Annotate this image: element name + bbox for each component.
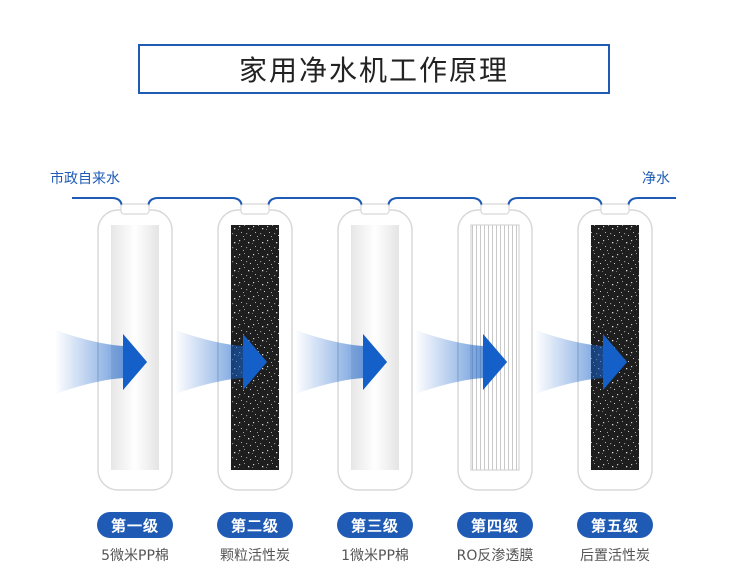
flow-arrow-head bbox=[243, 334, 267, 390]
cartridge-neck bbox=[600, 203, 630, 215]
stage-description-5: 后置活性炭 bbox=[580, 548, 650, 564]
stage-description-3: 1微米PP棉 bbox=[341, 548, 409, 564]
stage-description-2: 颗粒活性炭 bbox=[220, 548, 290, 564]
stage-badge-1: 第一级 bbox=[97, 512, 173, 538]
filter-cartridge-5 bbox=[535, 203, 653, 491]
stage-badge-5: 第五级 bbox=[577, 512, 653, 538]
flow-arrow-head bbox=[123, 334, 147, 390]
filter-cartridge-3 bbox=[295, 203, 413, 491]
outlet-label: 净水 bbox=[642, 171, 670, 187]
cartridge-neck bbox=[360, 203, 390, 215]
inlet-label: 市政自来水 bbox=[50, 171, 120, 187]
flow-arrow-head bbox=[483, 334, 507, 390]
flow-arrow-head bbox=[363, 334, 387, 390]
stage-description-1: 5微米PP棉 bbox=[101, 548, 169, 564]
stage-description-4: RO反渗透膜 bbox=[456, 548, 534, 564]
stage-badge-3: 第三级 bbox=[337, 512, 413, 538]
filter-cartridge-4 bbox=[415, 203, 533, 491]
filter-cartridge-1 bbox=[55, 203, 173, 491]
flow-arrow-head bbox=[603, 334, 627, 390]
filter-cartridge-2 bbox=[175, 203, 293, 491]
page-title: 家用净水机工作原理 bbox=[138, 44, 610, 94]
cartridge-neck bbox=[240, 203, 270, 215]
cartridge-neck bbox=[480, 203, 510, 215]
cartridge-neck bbox=[120, 203, 150, 215]
stage-badge-2: 第二级 bbox=[217, 512, 293, 538]
stage-badge-4: 第四级 bbox=[457, 512, 533, 538]
